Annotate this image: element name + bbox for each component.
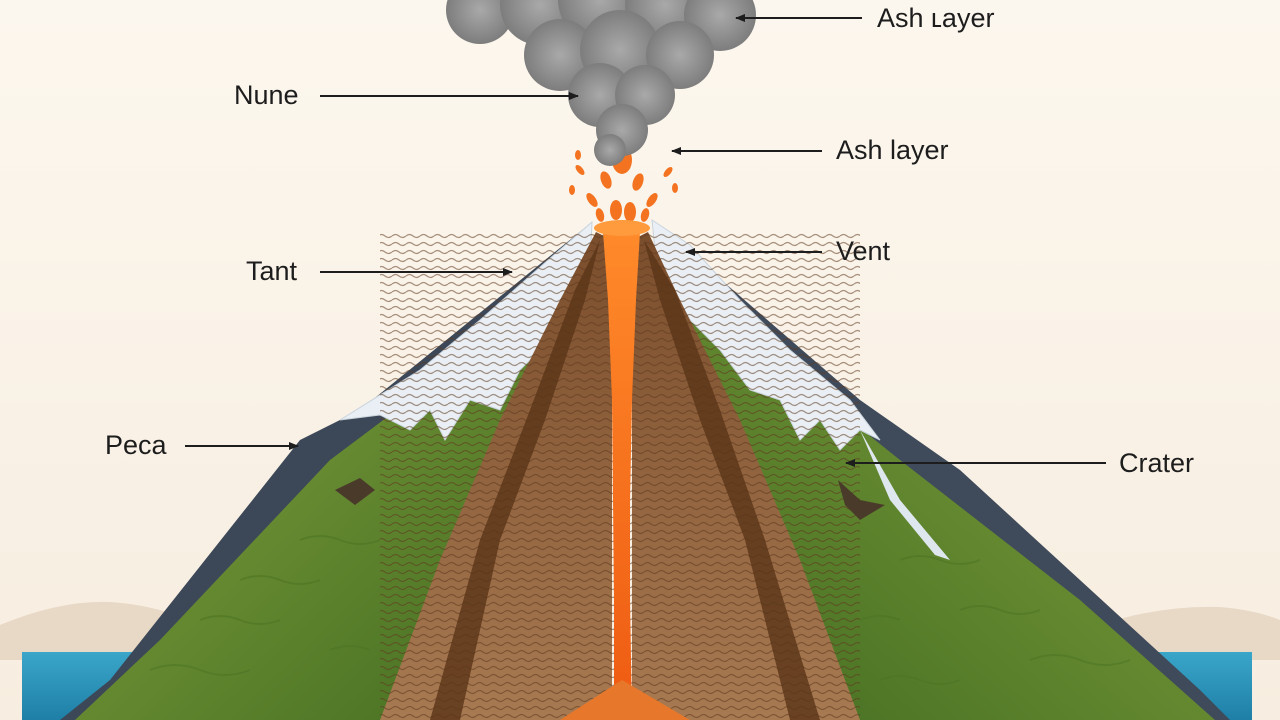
label-tant: Tant <box>246 256 298 286</box>
magma-chamber <box>560 680 690 720</box>
label-peca: Peca <box>105 430 167 460</box>
label-crater: Crater <box>1119 448 1195 478</box>
volcano-right-shadow <box>652 220 1230 720</box>
label-nune: Nune <box>234 80 299 110</box>
inner-dark-band-left <box>430 240 600 720</box>
grass-texture <box>149 535 1131 685</box>
label-ash-layer-top: Ash ʟayer <box>877 3 995 33</box>
pointer-arrows <box>185 14 1106 467</box>
label-vent: Vent <box>836 236 891 266</box>
label-ash-layer: Ash layer <box>836 135 949 165</box>
rock-left <box>335 478 375 505</box>
inner-dark-band-right <box>644 240 820 720</box>
ash-cloud <box>446 0 756 166</box>
rock-right <box>838 480 885 520</box>
crater-glow <box>594 220 650 236</box>
magma-conduit <box>603 232 640 720</box>
